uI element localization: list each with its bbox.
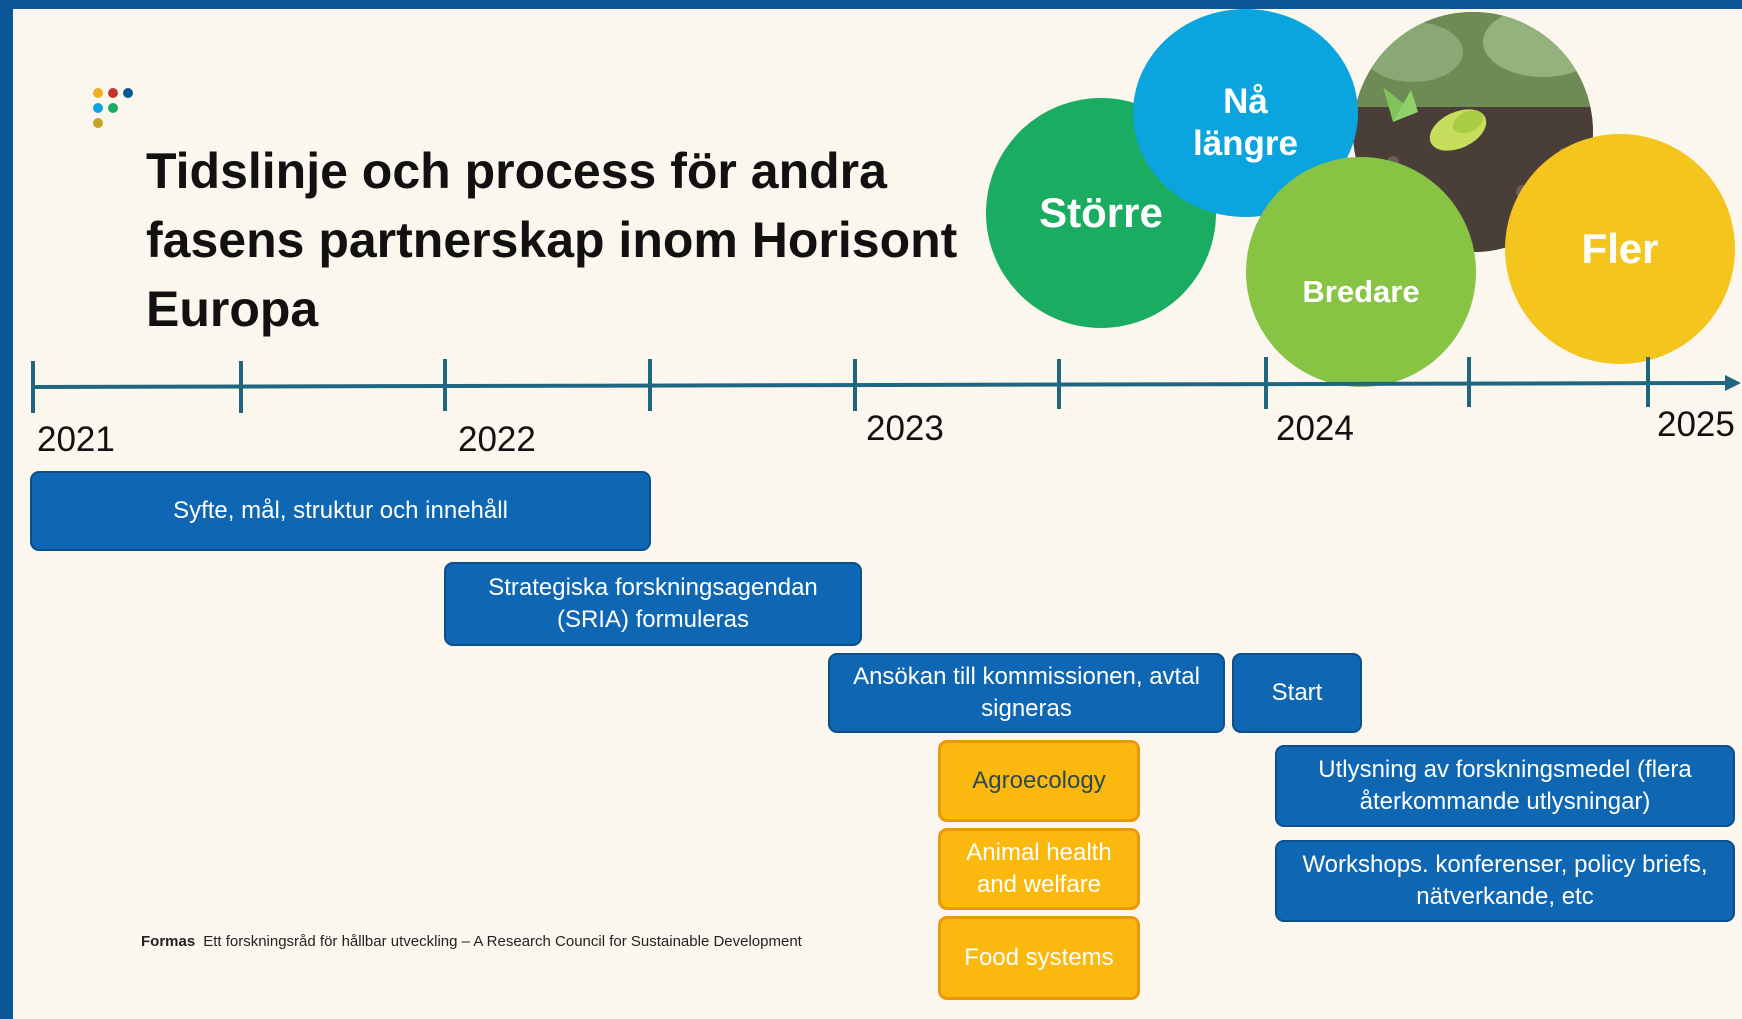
activity-start: Start	[1232, 653, 1362, 733]
timeline-ticks	[31, 357, 1650, 413]
circle-fler: Fler	[1505, 134, 1735, 364]
activity-utlysning: Utlysning av forskningsmedel (flera åter…	[1275, 745, 1735, 827]
activity-food-systems: Food systems	[938, 916, 1140, 1000]
activity-syfte: Syfte, mål, struktur och innehåll	[30, 471, 651, 551]
timeline-line	[32, 381, 1729, 389]
year-2024: 2024	[1276, 409, 1354, 448]
year-2023: 2023	[866, 409, 944, 448]
activity-workshops: Workshops. konferenser, policy briefs, n…	[1275, 840, 1735, 922]
formas-logo-icon	[93, 88, 133, 128]
page-title: Tidslinje och process för andra fasens p…	[146, 143, 958, 337]
activity-agroecology: Agroecology	[938, 740, 1140, 822]
year-2025: 2025	[1657, 405, 1735, 444]
year-2021: 2021	[37, 420, 115, 459]
footer: Formas Ett forskningsråd för hållbar utve…	[141, 933, 802, 950]
activity-sria: Strategiska forskningsagendan (SRIA) for…	[444, 562, 862, 646]
circle-bredare: Bredare	[1246, 157, 1476, 387]
circle-bredare-label: Bredare	[1302, 274, 1420, 310]
footer-text: Ett forskningsråd för hållbar utveckling…	[203, 933, 802, 950]
timeline-axis	[31, 357, 1741, 413]
timeline-arrow-icon	[1725, 375, 1741, 391]
activity-animal-health: Animal health and welfare	[938, 828, 1140, 910]
circle-na-langre-label: Nå längre	[1192, 82, 1299, 163]
slide: Tidslinje och process för andra fasens p…	[13, 9, 1742, 1019]
activity-ansokan: Ansökan till kommissionen, avtal signera…	[828, 653, 1225, 733]
footer-brand: Formas	[141, 933, 196, 950]
year-2022: 2022	[458, 420, 536, 459]
